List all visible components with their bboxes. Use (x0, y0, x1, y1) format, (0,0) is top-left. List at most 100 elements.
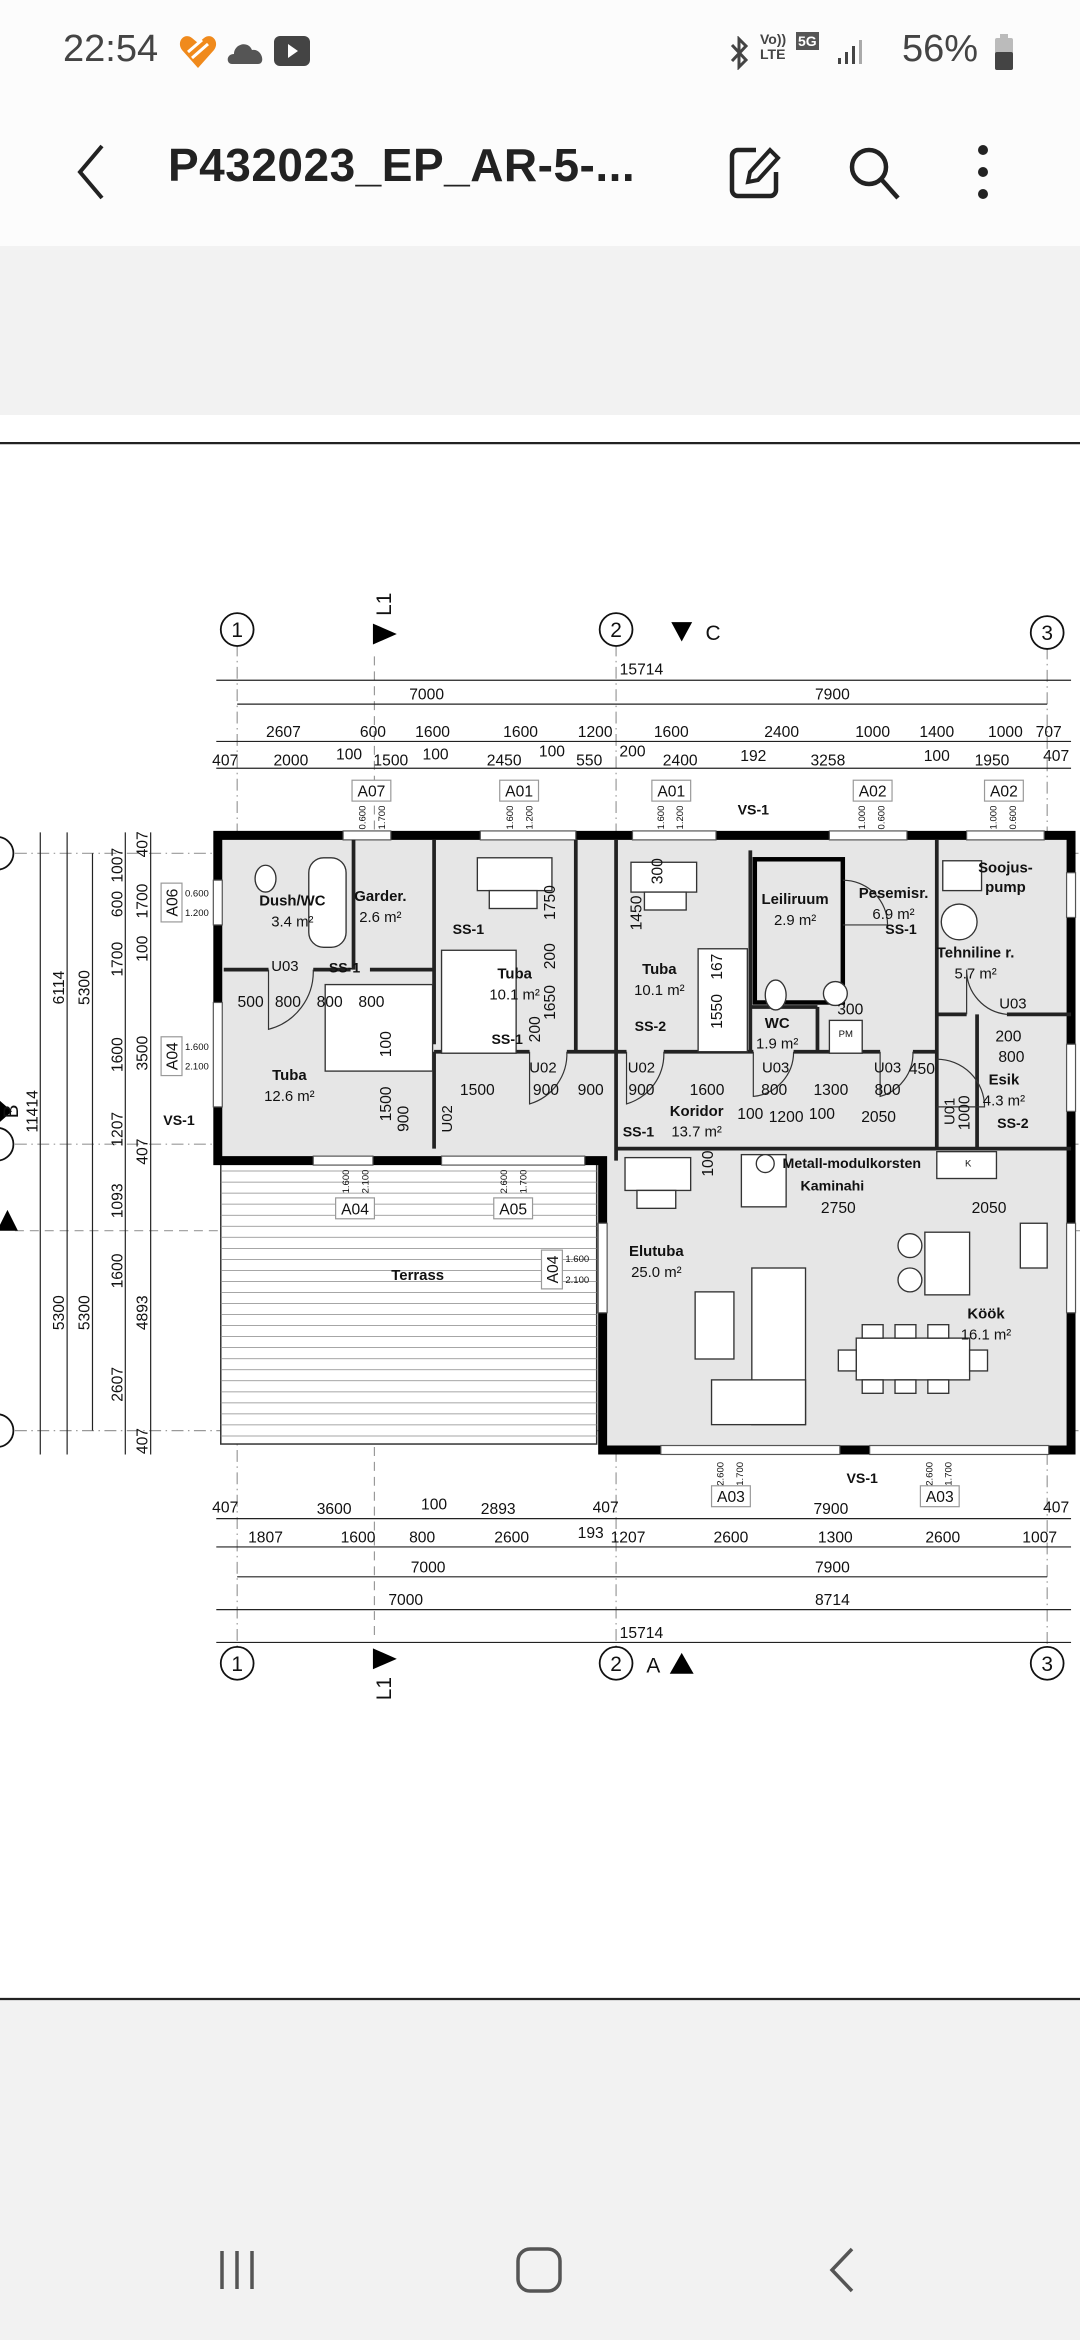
dimension-value: 1300 (818, 1529, 853, 1546)
dimension-value: 1007 (109, 848, 126, 883)
annotation-label: SS-1 (885, 922, 917, 938)
window-height: 2.600 (924, 1462, 935, 1486)
dimension-value: 500 (238, 994, 264, 1011)
room-name: Dush/WC (259, 894, 325, 910)
dimension-value: 1650 (542, 985, 559, 1020)
door-tag: U03 (999, 996, 1026, 1012)
terrace-deck (220, 1159, 598, 1445)
dimension-value: 407 (135, 1428, 152, 1454)
room-area: 10.1 m² (634, 983, 685, 999)
recents-button[interactable] (192, 2230, 282, 2310)
window-tag: A01 (657, 784, 685, 801)
window-tag: A01 (505, 784, 533, 801)
dimension-value: 1500 (378, 1086, 395, 1121)
dimension-value: 800 (998, 1049, 1024, 1066)
annotation-label: SS-1 (453, 922, 485, 938)
room-area: 10.1 m² (489, 987, 540, 1003)
dimension-value: 1600 (109, 1037, 126, 1072)
health-app-icon (179, 36, 217, 68)
dimension-value: 900 (396, 1105, 413, 1131)
section-marker-label: L1 (373, 1677, 396, 1700)
window-height: 1.600 (656, 806, 667, 830)
more-icon (978, 145, 988, 199)
window-tag-box (710, 1485, 751, 1508)
dimension-value: 1450 (628, 895, 645, 930)
search-icon (849, 147, 900, 200)
window-height: 1.700 (735, 1462, 746, 1486)
more-options-button[interactable] (945, 134, 1021, 210)
section-marker-label: A (646, 1654, 660, 1677)
dimension-value: 100 (135, 935, 152, 961)
window-tag-box (919, 1485, 960, 1508)
dimension-value: 1207 (109, 1112, 126, 1147)
dimension-value: 200 (542, 943, 559, 969)
door-tag: U01 (943, 1098, 959, 1125)
window-height: 2.100 (360, 1170, 371, 1194)
dimension-value: 7000 (388, 1592, 423, 1609)
dimension-value: 800 (409, 1529, 435, 1546)
dimension-value: 800 (761, 1082, 787, 1099)
document-title: P432023_EP_AR-5-... (168, 139, 636, 191)
dimension-value: 2000 (273, 752, 308, 769)
dimension-value: 1550 (709, 994, 726, 1029)
dimension-value: 100 (737, 1106, 763, 1123)
dimension-value: 550 (576, 752, 602, 769)
dimension-value: 800 (317, 994, 343, 1011)
dimension-value: 2607 (266, 724, 301, 741)
dimension-value: 2600 (925, 1529, 960, 1546)
window-height: 1.600 (341, 1170, 352, 1194)
back-icon (77, 144, 104, 200)
dimension-value: 1600 (341, 1529, 376, 1546)
status-bar: 22:54 Vo)) LTE 5G 56% (0, 0, 1080, 100)
window-height: 0.600 (357, 806, 368, 830)
grid-label: A (0, 1431, 2, 1445)
dimension-value: 2600 (494, 1529, 529, 1546)
window-height: 0.600 (185, 889, 209, 900)
dimension-value: 3600 (317, 1501, 352, 1518)
window-tag: A03 (717, 1489, 745, 1506)
annotation-label: SS-1 (491, 1032, 523, 1048)
youtube-icon (274, 36, 310, 66)
door-tag: U03 (762, 1061, 789, 1077)
room-name: WC (765, 1016, 790, 1032)
window-height: 1.200 (185, 908, 209, 919)
annotation-label: SS-2 (635, 1019, 667, 1035)
window-tag-box (499, 779, 540, 802)
dimension-value: 900 (578, 1082, 604, 1099)
dimension-value: 11414 (24, 1090, 41, 1133)
dimension-value: 2600 (714, 1529, 749, 1546)
window-tag: A06 (165, 888, 182, 916)
window-tag-box (852, 779, 893, 802)
dimension-value: 1200 (578, 724, 613, 741)
dimension-value: 3258 (810, 752, 845, 769)
dimension-value: 1950 (975, 752, 1010, 769)
room-name: Tuba (497, 967, 532, 983)
dimension-value: 1000 (957, 1095, 974, 1130)
home-button[interactable] (494, 2230, 584, 2310)
window-height: 0.600 (1008, 806, 1019, 830)
dimension-value: 1300 (813, 1082, 848, 1099)
dimension-value: 900 (628, 1082, 654, 1099)
nav-back-button[interactable] (798, 2230, 888, 2310)
window-tag: A03 (926, 1489, 954, 1506)
window-tag-box (493, 1197, 534, 1220)
search-button[interactable] (836, 134, 912, 210)
room-name: Tehniline r. (937, 946, 1015, 962)
room-area: pump (985, 880, 1026, 896)
dimension-value: 1700 (135, 883, 152, 918)
window-height: 1.700 (377, 806, 388, 830)
dimension-value: 5300 (51, 1295, 68, 1330)
dimension-value: 7900 (815, 1559, 850, 1576)
edit-button[interactable] (718, 134, 794, 210)
door-tag: U03 (271, 959, 298, 975)
room-area: 13.7 m² (671, 1125, 722, 1141)
window-tag: A02 (990, 784, 1018, 801)
room-area: 6.9 m² (872, 907, 914, 923)
grid-bubble (598, 612, 634, 647)
dimension-value: 800 (875, 1082, 901, 1099)
back-button[interactable] (54, 134, 130, 210)
window-height: 1.200 (525, 806, 536, 830)
bluetooth-icon (730, 36, 749, 70)
dimension-value: 2050 (861, 1109, 896, 1126)
